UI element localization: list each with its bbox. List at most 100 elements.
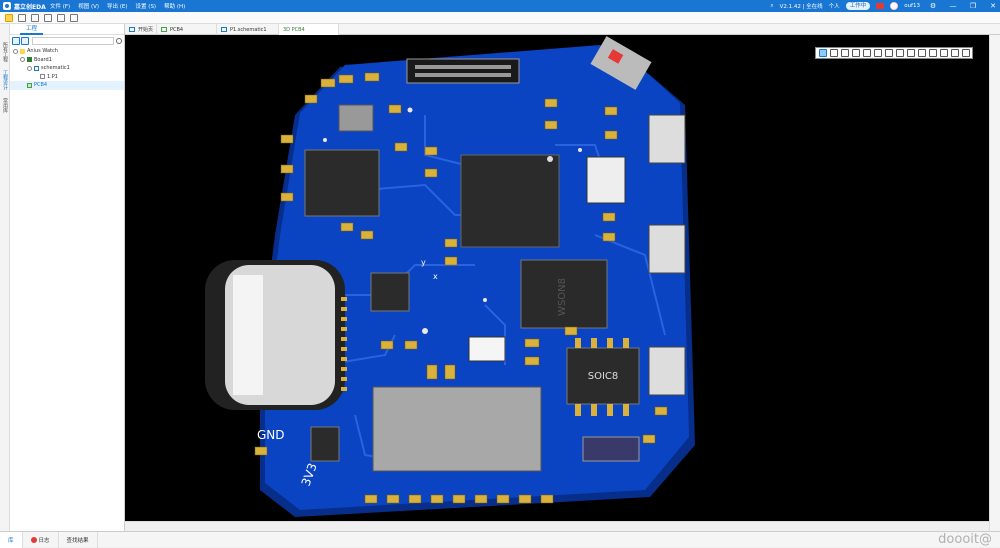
wson8-chip <box>520 259 608 329</box>
restore-icon[interactable]: ❐ <box>969 2 977 10</box>
logo-icon <box>3 2 11 10</box>
tree-label: 1.P1 <box>47 73 58 80</box>
refresh-icon[interactable] <box>961 49 970 57</box>
username[interactable]: ouf13 <box>904 3 920 9</box>
tab-label: PCB4 <box>170 26 184 33</box>
tree-item-schematic[interactable]: schematic1 <box>10 64 124 73</box>
memory-card-slot <box>372 386 542 472</box>
panel-tab-project[interactable]: 工程 <box>20 24 44 35</box>
print-icon[interactable] <box>30 13 39 22</box>
horizontal-scrollbar[interactable] <box>125 521 989 531</box>
sensor-module <box>586 156 626 204</box>
screenshot-icon[interactable] <box>939 49 948 57</box>
tab-pcb4[interactable]: PCB4 <box>157 24 217 35</box>
vtab-common-library[interactable]: 常用库 <box>2 98 8 113</box>
cloud-status[interactable]: 工作中 <box>845 2 871 10</box>
open-folder-icon[interactable] <box>4 13 13 22</box>
panel-search-input[interactable] <box>32 37 114 45</box>
menu-view[interactable]: 视图 (V) <box>78 4 100 10</box>
right-panel-strip[interactable] <box>989 35 1000 531</box>
board-icon <box>27 57 32 63</box>
avatar[interactable] <box>890 2 899 10</box>
project-panel: 工程 Anius Watch Board1 schematic1 1.P1 <box>10 24 125 531</box>
pcb-icon <box>27 82 32 88</box>
error-dot-icon <box>30 536 37 543</box>
bottom-crystal <box>582 436 640 462</box>
search-icon[interactable] <box>116 38 122 44</box>
document-tabs: 开始页 PCB4 P1.schematic1 3D PCB4 <box>125 24 1000 35</box>
vtab-all-projects[interactable]: 所有工程 <box>2 42 8 62</box>
image-icon[interactable] <box>69 13 78 22</box>
menu-settings[interactable]: 设置 (S) <box>135 4 157 10</box>
title-right: ⌕ V2.1.42 | 全在线 个人 工作中 ouf13 ⚙ — ❐ ✕ <box>764 0 1000 12</box>
view-left-icon[interactable] <box>851 49 860 57</box>
watermark: doooit@ <box>938 532 992 547</box>
locate-icon[interactable] <box>12 37 20 45</box>
collapse-icon[interactable] <box>20 57 25 63</box>
personal-dropdown[interactable]: 个人 <box>828 4 840 10</box>
view-top-icon[interactable] <box>873 49 882 57</box>
version-label: V2.1.42 | 全在线 <box>779 4 823 10</box>
export-icon[interactable] <box>950 49 959 57</box>
tab-label: P1.schematic1 <box>230 26 267 33</box>
schematic-icon <box>34 65 39 71</box>
qfn-chip-left <box>304 149 380 217</box>
side-button-2 <box>648 224 686 274</box>
tree-label: Anius Watch <box>27 48 58 55</box>
status-tab-find-results[interactable]: 查找结果 <box>59 531 98 548</box>
tab-schematic[interactable]: P1.schematic1 <box>217 24 279 35</box>
title-bar: 嘉立创EDA 文件 (F) 视图 (V) 导出 (E) 设置 (S) 帮助 (H… <box>0 0 1000 12</box>
filter-icon[interactable] <box>21 37 29 45</box>
view-bottom-icon[interactable] <box>884 49 893 57</box>
fit-view-icon[interactable] <box>928 49 937 57</box>
menu-file[interactable]: 文件 (F) <box>50 4 71 10</box>
view-box-icon[interactable] <box>906 49 915 57</box>
side-button-1 <box>648 114 686 164</box>
3d-viewport[interactable]: WSON8 SOIC8 <box>125 35 989 521</box>
toolbar <box>0 12 1000 24</box>
menu-help[interactable]: 帮助 (H) <box>164 4 186 10</box>
view-front-icon[interactable] <box>829 49 838 57</box>
collapse-icon[interactable] <box>27 65 32 71</box>
fpc-connector <box>406 58 520 84</box>
layers-icon[interactable] <box>917 49 926 57</box>
tree-label: schematic1 <box>41 65 70 72</box>
axis-x-label: x <box>433 272 438 281</box>
left-vertical-tabs: 所有工程 工程设计 常用库 <box>0 24 10 531</box>
tree-item-pcb[interactable]: PCB4 <box>10 81 124 90</box>
soic8-pins <box>575 338 629 416</box>
fpc-pins <box>415 65 511 77</box>
logo-text: 嘉立创EDA <box>14 3 46 11</box>
status-tab-log[interactable]: 日志 <box>23 531 59 548</box>
main-menu: 文件 (F) 视图 (V) 导出 (E) 设置 (S) 帮助 (H) <box>50 2 193 10</box>
minimize-icon[interactable]: — <box>949 2 957 10</box>
schematic-icon <box>221 27 227 32</box>
view-right-icon[interactable] <box>862 49 871 57</box>
panel-search-row <box>10 35 124 47</box>
language-flag-icon[interactable] <box>876 3 885 9</box>
small-white-component <box>468 336 506 362</box>
menu-export[interactable]: 导出 (E) <box>107 4 128 10</box>
app-logo: 嘉立创EDA <box>0 2 48 11</box>
tree-item-board[interactable]: Board1 <box>10 56 124 65</box>
view-iso-icon[interactable] <box>818 49 827 57</box>
settings-gear-icon[interactable]: ⚙ <box>929 2 937 10</box>
collapse-icon[interactable] <box>13 48 18 54</box>
voltage-regulator <box>310 426 340 462</box>
tree-item-sheet[interactable]: 1.P1 <box>10 73 124 82</box>
search-icon[interactable]: ⌕ <box>770 2 774 9</box>
view-toolbar <box>815 47 973 59</box>
tab-3d-pcb4[interactable]: 3D PCB4 <box>279 24 339 35</box>
save-icon[interactable] <box>17 13 26 22</box>
tab-start-page[interactable]: 开始页 <box>125 24 157 35</box>
tree-item-project[interactable]: Anius Watch <box>10 47 124 56</box>
pcb-3d-render: WSON8 SOIC8 <box>205 36 695 517</box>
tab-label: 开始页 <box>138 27 154 33</box>
view-back-icon[interactable] <box>840 49 849 57</box>
share-icon[interactable] <box>43 13 52 22</box>
gear-icon[interactable] <box>56 13 65 22</box>
vtab-project-design[interactable]: 工程设计 <box>2 70 8 90</box>
close-icon[interactable]: ✕ <box>990 2 996 10</box>
status-tab-library[interactable]: 库 <box>0 531 23 548</box>
view-cube-icon[interactable] <box>895 49 904 57</box>
